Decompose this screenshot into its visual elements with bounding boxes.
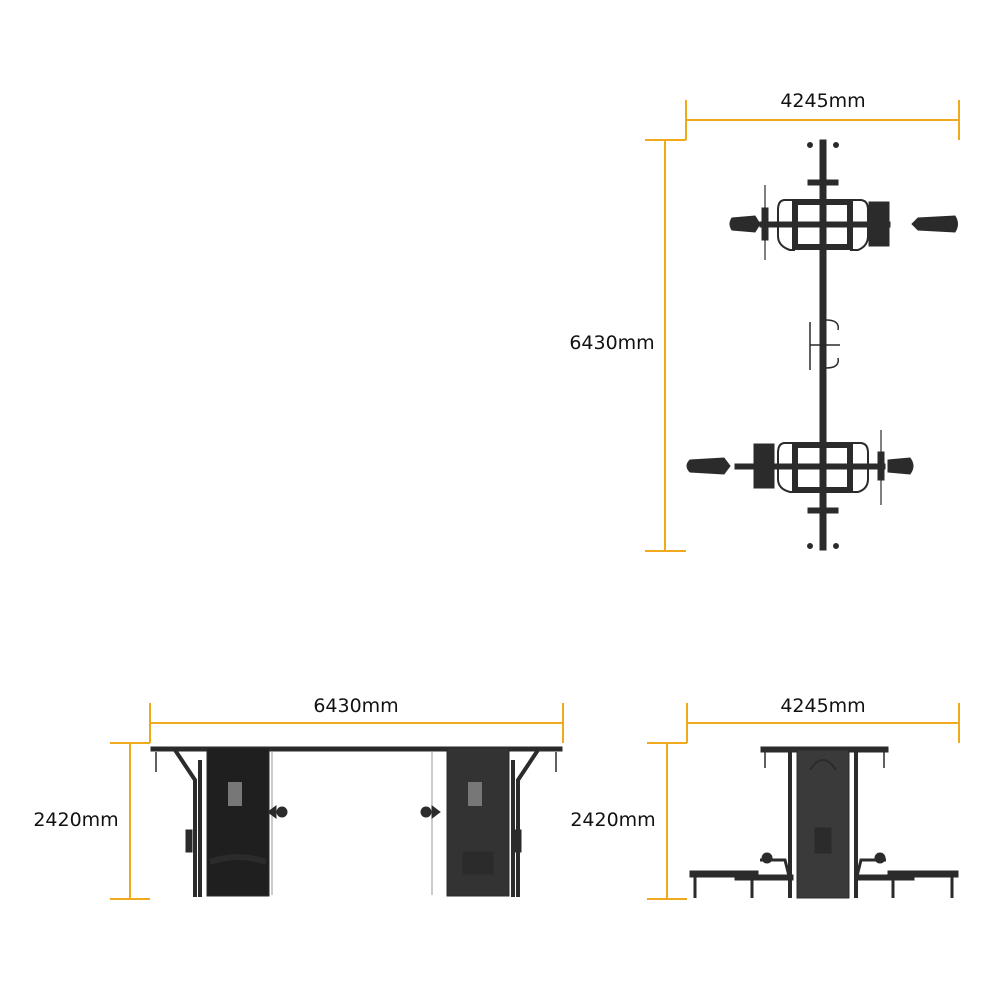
machine-top-view	[686, 139, 958, 551]
front-height-dimension-line	[110, 742, 150, 900]
side-width-dimension-line	[686, 703, 960, 743]
machine-front-view	[150, 746, 563, 897]
front-view-width-label: 6430mm	[313, 695, 399, 717]
side-height-dimension-line	[647, 742, 687, 900]
top-length-dimension-line	[645, 139, 686, 552]
front-view-height-label: 2420mm	[33, 809, 119, 831]
machine-side-view	[689, 746, 959, 899]
side-view-width-label: 4245mm	[780, 695, 866, 717]
front-width-dimension-line	[149, 703, 564, 743]
top-view-width-label: 4245mm	[780, 90, 866, 112]
top-width-dimension-line	[685, 100, 960, 140]
dimension-lines	[110, 100, 960, 900]
side-view-height-label: 2420mm	[570, 809, 656, 831]
top-view-length-label: 6430mm	[569, 332, 655, 354]
